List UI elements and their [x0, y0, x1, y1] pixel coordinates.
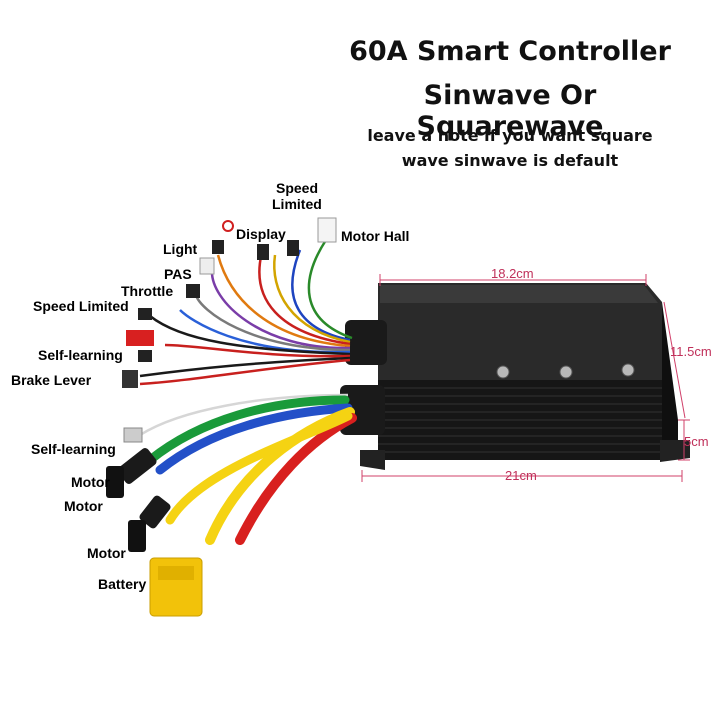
pas-label: PAS [164, 266, 192, 282]
motor-label-3: Motor [87, 545, 126, 561]
note-line-1: leave a note if you want square [367, 126, 653, 145]
motor-connectors [106, 448, 171, 552]
dimension-lines [361, 274, 690, 482]
width-dimension: 11.5cm [670, 344, 712, 359]
controller-body [340, 283, 690, 470]
signal-wires [139, 239, 353, 437]
light-label: Light [163, 241, 198, 257]
speed-limited-label: Speed Limited [33, 298, 129, 314]
small-connectors [122, 217, 337, 443]
brake-lever-label: Brake Lever [11, 372, 92, 388]
height-dimension: 5cm [684, 434, 709, 449]
throttle-label: Throttle [121, 283, 174, 299]
note-line-2: wave sinwave is default [401, 151, 619, 170]
motor-label-2: Motor [64, 498, 103, 514]
speed-limited-top-label-1: Speed [276, 180, 319, 196]
title-line-1: 60A Smart Controller [349, 36, 671, 67]
battery-connector [149, 557, 203, 617]
display-label: Display [236, 226, 286, 242]
length-top-dimension: 18.2cm [491, 266, 534, 281]
title-line-2: Sinwave Or Squarewave [416, 80, 604, 142]
self-learning-label-2: Self-learning [31, 441, 116, 457]
motor-hall-label: Motor Hall [341, 228, 410, 244]
motor-label-1: Motor [71, 474, 110, 490]
self-learning-label-1: Self-learning [38, 347, 123, 363]
speed-limited-top-label-2: Limited [272, 196, 322, 212]
battery-label: Battery [98, 576, 147, 592]
power-cables [145, 395, 357, 545]
length-base-dimension: 21cm [505, 468, 537, 483]
